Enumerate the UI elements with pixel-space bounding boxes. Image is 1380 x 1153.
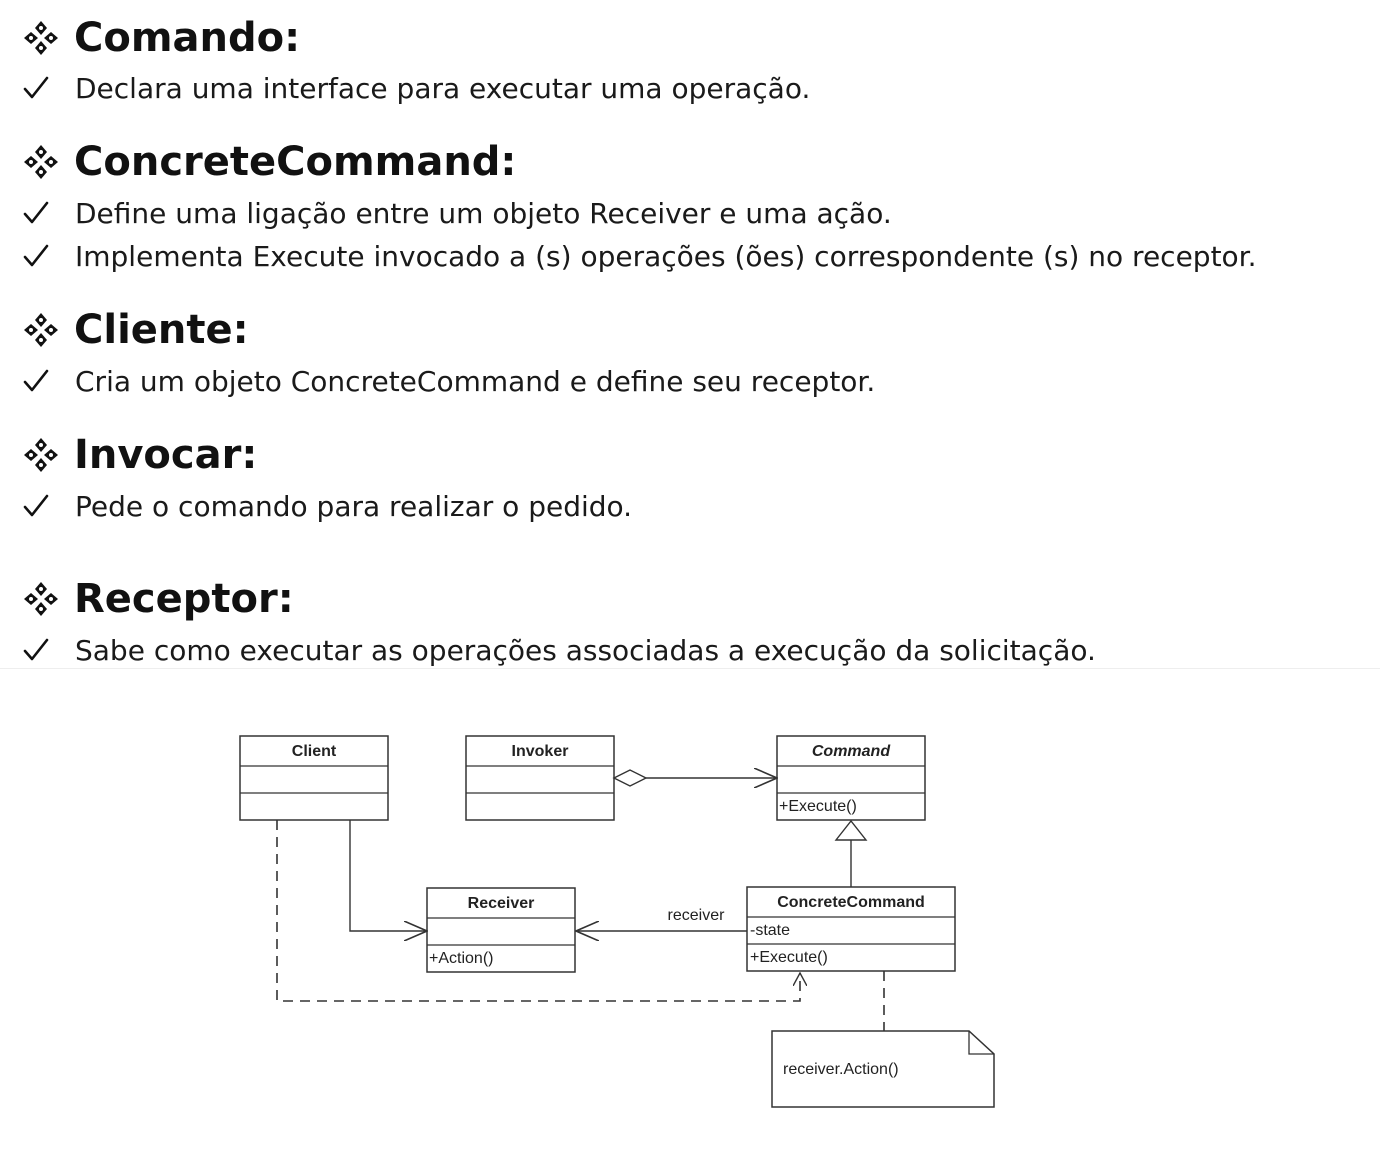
invoker-class: Invoker (465, 735, 615, 821)
receiver-class-name: Receiver (468, 895, 535, 912)
check-mark-icon (23, 494, 49, 517)
bullet-item: Pede o comando para realizar o pedido. (22, 486, 632, 526)
bullet-text: Sabe como executar as operações associad… (75, 633, 1096, 667)
client-class: Client (239, 735, 389, 821)
check-mark-icon (23, 76, 49, 99)
invoker-command-aggregation (612, 770, 777, 786)
command-operation: +Execute() (779, 798, 857, 815)
concrete-command-class-name: ConcreteCommand (777, 894, 925, 911)
section-title-concretecommand: ConcreteCommand: (22, 138, 516, 186)
four-diamond-icon (24, 21, 58, 55)
bullet-item: Declara uma interface para executar uma … (22, 68, 810, 108)
bullet-text: Cria um objeto ConcreteCommand e define … (75, 364, 876, 398)
command-class: Command +Execute() (776, 735, 926, 821)
note-text: receiver.Action() (783, 1061, 899, 1078)
concrete-command-generalization (834, 819, 868, 887)
bullet-text: Implementa Execute invocado a (s) operaç… (75, 239, 1257, 273)
section-divider (0, 668, 1380, 669)
concrete-command-receiver-association: receiver (576, 907, 747, 931)
section-title-text: Receptor: (74, 576, 294, 622)
check-mark-icon (23, 369, 49, 392)
command-class-name: Command (812, 743, 891, 760)
section-title-text: ConcreteCommand: (74, 139, 517, 185)
bullet-item: Define uma ligação entre um objeto Recei… (22, 193, 892, 233)
association-label: receiver (668, 907, 726, 924)
section-title-invocar: Invocar: (22, 431, 257, 479)
concrete-command-attribute: -state (750, 922, 790, 939)
section-title-text: Invocar: (74, 432, 258, 478)
four-diamond-icon (24, 313, 58, 347)
section-title-receptor: Receptor: (22, 575, 294, 623)
receiver-class: Receiver +Action() (426, 887, 576, 973)
check-mark-icon (23, 638, 49, 661)
four-diamond-icon (24, 145, 58, 179)
uml-note: receiver.Action() (771, 1030, 995, 1108)
bullet-item: Sabe como executar as operações associad… (22, 630, 1096, 670)
bullet-item: Implementa Execute invocado a (s) operaç… (22, 236, 1257, 276)
check-mark-icon (23, 201, 49, 224)
four-diamond-icon (24, 438, 58, 472)
section-title-text: Comando: (74, 15, 301, 61)
bullet-text: Pede o comando para realizar o pedido. (75, 489, 633, 523)
receiver-operation: +Action() (429, 950, 493, 967)
concrete-command-class: ConcreteCommand -state +Execute() (746, 886, 956, 972)
section-title-cliente: Cliente: (22, 306, 249, 354)
section-title-text: Cliente: (74, 307, 249, 353)
client-class-name: Client (292, 743, 337, 760)
bullet-text: Declara uma interface para executar uma … (75, 71, 811, 105)
invoker-class-name: Invoker (512, 743, 569, 760)
concrete-command-operation: +Execute() (750, 949, 828, 966)
check-mark-icon (23, 244, 49, 267)
client-concrete-command-dependency (276, 820, 800, 1002)
section-title-comando: Comando: (22, 14, 300, 62)
bullet-text: Define uma ligação entre um objeto Recei… (75, 196, 892, 230)
client-receiver-association (349, 820, 427, 931)
bullet-item: Cria um objeto ConcreteCommand e define … (22, 361, 875, 401)
four-diamond-icon (24, 582, 58, 616)
